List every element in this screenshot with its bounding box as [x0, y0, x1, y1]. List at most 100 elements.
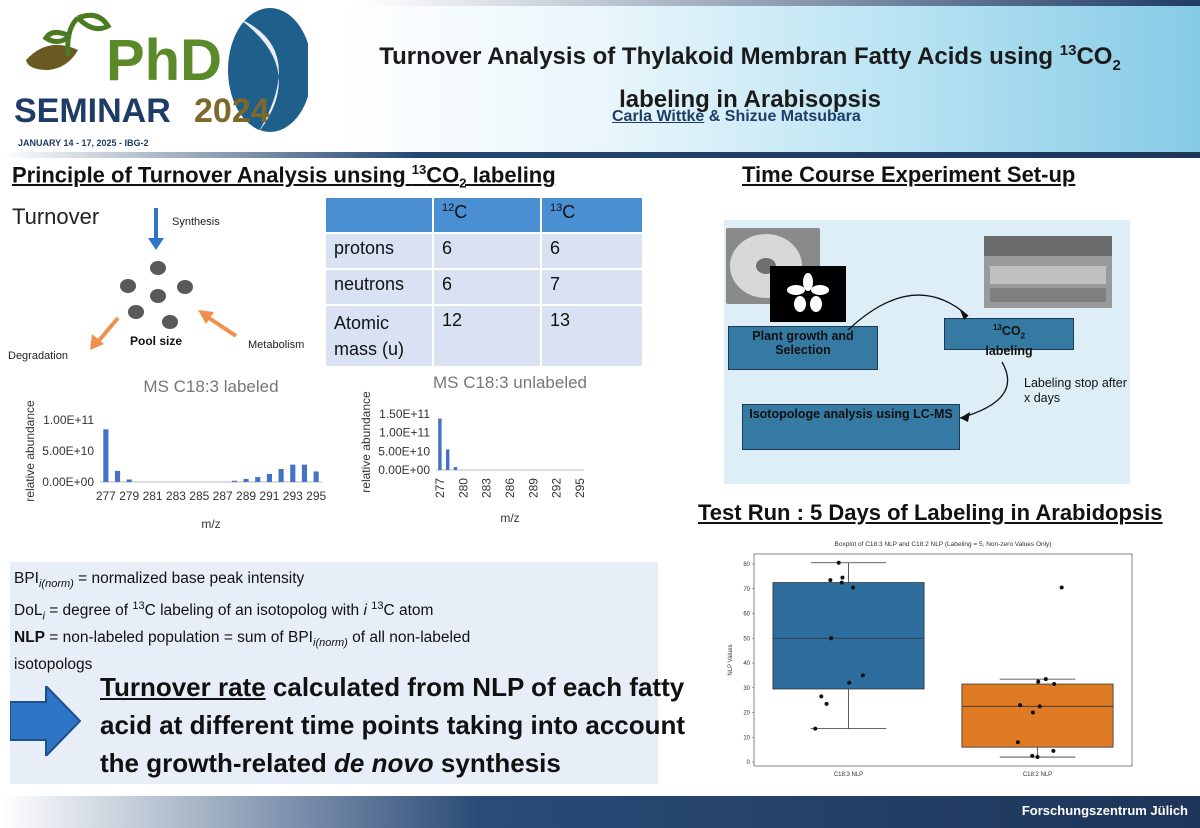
chart-title: Boxplot of C18:3 NLP and C18:2 NLP (Labe…: [835, 541, 1052, 548]
y-tick-label: 10: [743, 735, 750, 741]
nlp-boxplot-chart: Boxplot of C18:3 NLP and C18:2 NLP (Labe…: [720, 534, 1144, 784]
authors: Carla Wittke & Shizue Matsubara: [612, 108, 861, 126]
timecourse-section-title: Time Course Experiment Set-up: [742, 162, 1076, 187]
x-tick-label: 279: [119, 489, 139, 503]
x-axis-label: m/z: [201, 517, 220, 531]
table-cell: 13: [542, 306, 642, 366]
x-tick-label: 280: [456, 478, 470, 498]
data-point: [847, 680, 852, 685]
data-point: [1051, 748, 1056, 753]
def-dol: DoLi = degree of 13C labeling of an isot…: [14, 600, 434, 623]
x-tick-label: 291: [259, 489, 279, 503]
chart-title: MS C18:3 labeled: [143, 377, 278, 396]
chart-title: MS C18:3 unlabeled: [433, 373, 587, 392]
chart-bar: [301, 464, 308, 482]
chart-bar: [266, 473, 272, 482]
chart-bar: [126, 479, 132, 482]
chart-bar: [243, 478, 249, 482]
labeling-stop-label: Labeling stop after x days: [1024, 376, 1127, 405]
metabolism-label: Metabolism: [248, 339, 305, 351]
x-tick-label: 287: [213, 489, 233, 503]
ms-labeled-chart: MS C18:3 labeled0.00E+005.00E+101.00E+11…: [23, 377, 326, 531]
data-point: [1043, 677, 1048, 682]
definitions-box: [10, 562, 658, 784]
author-coauthor: & Shizue Matsubara: [704, 108, 861, 125]
table-header-13c: 13C: [542, 198, 642, 232]
plot-frame: [753, 553, 1133, 767]
x-tick-label: 281: [143, 489, 163, 503]
table-header-empty: [326, 198, 432, 232]
chart-bar: [438, 418, 442, 470]
y-tick-label: 0: [747, 760, 751, 766]
table-row: protons 6 6: [326, 234, 642, 268]
header-top-bar: [0, 0, 1200, 6]
logo-graphic: PhD SEMINAR 2024 JANUARY 14 - 17, 2025 -…: [14, 8, 312, 148]
x-tick-label: 286: [503, 478, 517, 498]
x-tick-label: 277: [96, 489, 116, 503]
data-point: [1059, 585, 1064, 590]
poster-title: Turnover Analysis of Thylakoid Membran F…: [320, 34, 1180, 117]
step-isotopologe-analysis: Isotopologe analysis using LC-MS: [742, 404, 960, 450]
header-background: [0, 0, 1200, 158]
table-cell: 12: [434, 306, 540, 366]
logo-arc: [228, 8, 312, 132]
pool-dot: [177, 280, 193, 294]
box-body: [772, 582, 925, 690]
pool-dot: [150, 289, 166, 303]
y-tick-label: 50: [743, 636, 750, 642]
arrow-labeling-to-analysis: [959, 361, 1009, 419]
seminar-logo: PhD SEMINAR 2024 JANUARY 14 - 17, 2025 -…: [8, 8, 312, 148]
y-tick-label: 70: [743, 587, 750, 593]
synthesis-arrowhead: [148, 238, 164, 250]
footer-institution: Forschungszentrum Jülich: [1021, 803, 1188, 818]
data-point: [824, 701, 829, 706]
chart-bar: [278, 468, 284, 482]
y-tick-label: 1.00E+11: [43, 413, 94, 427]
degradation-label: Degradation: [8, 350, 68, 362]
ms-unlabeled-chart: MS C18:3 unlabeled0.00E+005.00E+101.00E+…: [359, 373, 587, 525]
rosette-image: [770, 266, 846, 322]
data-point: [839, 580, 844, 585]
logo-phd-text: PhD: [106, 28, 222, 93]
x-tick-label: 295: [306, 489, 326, 503]
box-body: [961, 683, 1114, 748]
y-tick-label: 80: [743, 562, 750, 568]
greenhouse-graphic: [984, 236, 1112, 302]
sprout-soil-icon: [26, 44, 78, 70]
flow-arrows: [847, 294, 1009, 422]
chart-bar: [313, 471, 319, 482]
y-tick-label: 30: [743, 686, 750, 692]
data-point: [1030, 753, 1035, 758]
x-tick-label: 293: [283, 489, 303, 503]
data-point: [1018, 703, 1023, 708]
metabolism-arrowhead: [198, 310, 214, 324]
title-line2: labeling in Arabisopsis: [619, 85, 881, 113]
metabolism-arrow: [204, 314, 238, 338]
pool-size-label: Pool size: [130, 334, 183, 348]
data-point: [836, 560, 841, 565]
y-axis-label: NLP Values: [728, 644, 734, 675]
x-axis-label: m/z: [500, 511, 519, 525]
x-tick-label: 277: [433, 478, 447, 498]
table-cell: 6: [434, 270, 540, 304]
chart-bar: [453, 467, 458, 470]
data-point: [1030, 710, 1035, 715]
table-row: Atomic mass (u) 12 13: [326, 306, 642, 366]
y-tick-label: 1.50E+11: [379, 407, 430, 421]
big-right-arrow-icon: [10, 686, 82, 756]
y-tick-label: 0.00E+00: [42, 475, 94, 489]
x-tick-label: 283: [480, 478, 494, 498]
title-line1: Turnover Analysis of Thylakoid Membran F…: [379, 42, 1121, 74]
y-tick-label: 0.00E+00: [378, 463, 430, 477]
chart-bar: [445, 449, 450, 470]
header-bottom-bar: [0, 152, 1200, 158]
data-point: [860, 673, 865, 678]
testrun-section-title: Test Run : 5 Days of Labeling in Arabido…: [698, 500, 1163, 525]
y-tick-label: 1.00E+11: [379, 426, 430, 440]
pool-dot: [162, 315, 178, 329]
logo-seminar-text: SEMINAR: [14, 92, 171, 130]
table-header-12c: 12C: [434, 198, 540, 232]
turnover-label: Turnover: [12, 204, 100, 229]
chart-bar: [114, 470, 121, 482]
